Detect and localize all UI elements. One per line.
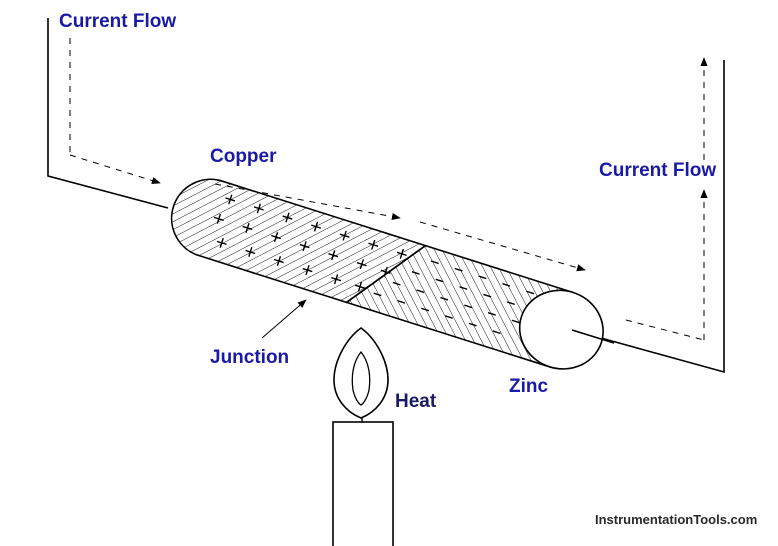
zinc-label: Zinc: [509, 376, 549, 397]
left-wire: [47, 18, 169, 209]
copper-label: Copper: [210, 146, 277, 167]
watermark: InstrumentationTools.com: [595, 512, 758, 527]
current-flow-label-top: Current Flow: [59, 11, 177, 32]
current-flow-label-right: Current Flow: [599, 160, 717, 181]
right-wire-entry: [571, 329, 615, 344]
copper-section: [170, 178, 428, 304]
flame-inner-icon: [351, 350, 371, 406]
current-flow-path-left: [69, 38, 586, 272]
right-wire: [571, 60, 725, 374]
current-flow-path-right: [625, 57, 708, 341]
heat-label: Heat: [395, 391, 437, 412]
candle-body: [332, 421, 394, 546]
copper-charges: [213, 194, 407, 292]
zinc-end-cap: [518, 289, 604, 370]
rod: [170, 178, 604, 370]
zinc-charges: [373, 260, 535, 335]
junction-label: Junction: [210, 347, 290, 368]
junction-pointer: [261, 299, 307, 339]
